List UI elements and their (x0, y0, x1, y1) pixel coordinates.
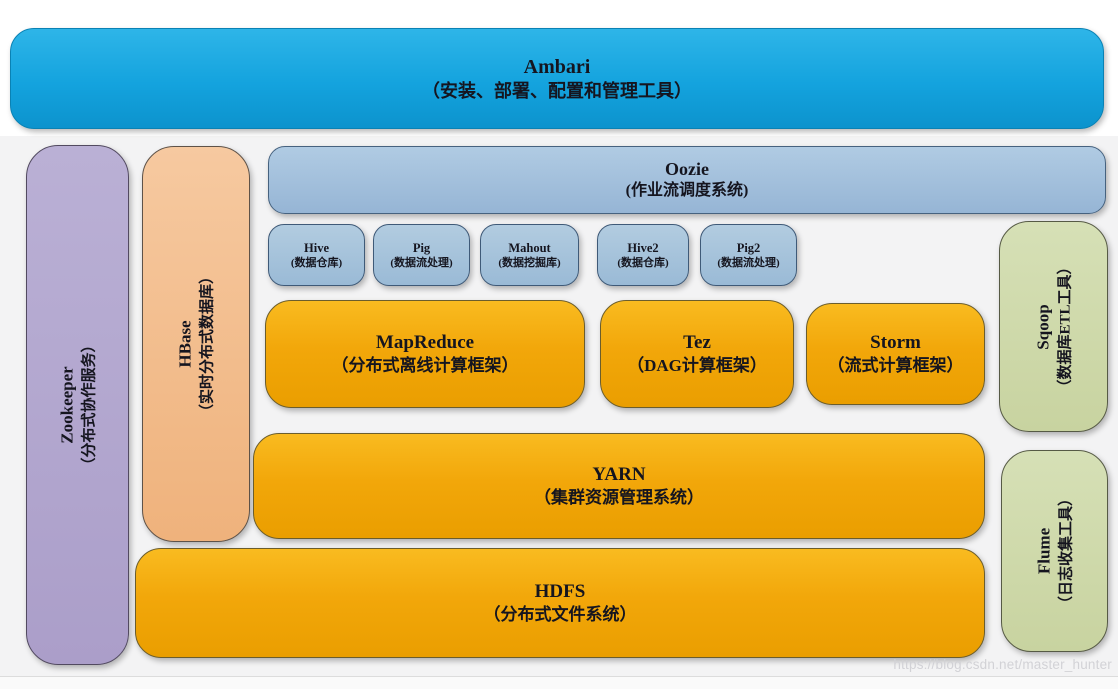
flume-box: Flume （日志收集工具） (1001, 450, 1108, 652)
yarn-subtitle: （集群资源管理系统） (534, 488, 704, 508)
hdfs-box: HDFS （分布式文件系统） (135, 548, 985, 658)
pig-box: Pig (数据流处理) (373, 224, 470, 286)
flume-vertical-text: Flume （日志收集工具） (1033, 491, 1076, 611)
hbase-vertical-text: HBase （实时分布式数据库） (174, 269, 217, 419)
hive-title: Hive (304, 240, 329, 255)
hbase-title: HBase (175, 320, 195, 368)
pig2-title: Pig2 (736, 240, 761, 255)
ambari-box: Ambari （安装、部署、配置和管理工具） (10, 28, 1104, 129)
pig-subtitle: (数据流处理) (390, 256, 453, 269)
hbase-subtitle: （实时分布式数据库） (199, 268, 216, 420)
yarn-box: YARN （集群资源管理系统） (253, 433, 985, 539)
watermark: https://blog.csdn.net/master_hunter (893, 657, 1112, 672)
storm-subtitle: （流式计算框架） (827, 356, 964, 376)
flume-subtitle: （日志收集工具） (1057, 490, 1074, 612)
sqoop-box: Sqoop （数据库ETL工具） (999, 221, 1108, 432)
zookeeper-subtitle: （分布式协作服务） (80, 337, 97, 473)
sqoop-subtitle: （数据库ETL工具） (1056, 258, 1073, 395)
ambari-title: Ambari (523, 55, 591, 78)
hdfs-subtitle: （分布式文件系统） (483, 605, 637, 625)
storm-box: Storm （流式计算框架） (806, 303, 985, 405)
zookeeper-box: Zookeeper （分布式协作服务） (26, 145, 129, 665)
hive2-subtitle: (数据仓库) (617, 256, 669, 269)
hive2-box: Hive2 (数据仓库) (597, 224, 689, 286)
pig2-subtitle: (数据流处理) (717, 256, 780, 269)
mahout-title: Mahout (508, 240, 551, 255)
oozie-box: Oozie (作业流调度系统) (268, 146, 1106, 214)
pig-title: Pig (412, 240, 431, 255)
hive2-title: Hive2 (627, 240, 659, 255)
ambari-subtitle: （安装、部署、配置和管理工具） (422, 80, 692, 101)
flume-title: Flume (1033, 527, 1053, 575)
hbase-box: HBase （实时分布式数据库） (142, 146, 250, 542)
sqoop-title: Sqoop (1032, 303, 1052, 350)
oozie-subtitle: (作业流调度系统) (625, 182, 749, 200)
oozie-title: Oozie (665, 158, 709, 179)
zookeeper-vertical-text: Zookeeper （分布式协作服务） (56, 337, 99, 472)
hdfs-title: HDFS (534, 580, 586, 602)
pig2-box: Pig2 (数据流处理) (700, 224, 797, 286)
yarn-title: YARN (592, 463, 646, 485)
mahout-box: Mahout (数据挖掘库) (480, 224, 579, 286)
tez-title: Tez (683, 331, 711, 353)
hive-subtitle: (数据仓库) (290, 256, 343, 269)
mahout-subtitle: (数据挖掘库) (498, 256, 561, 269)
footer-band (0, 676, 1118, 689)
tez-box: Tez （DAG计算框架） (600, 300, 794, 408)
hive-box: Hive (数据仓库) (268, 224, 365, 286)
storm-title: Storm (870, 331, 921, 353)
mapreduce-subtitle: （分布式离线计算框架） (331, 356, 519, 376)
zookeeper-title: Zookeeper (56, 366, 76, 444)
mapreduce-box: MapReduce （分布式离线计算框架） (265, 300, 585, 408)
sqoop-vertical-text: Sqoop （数据库ETL工具） (1032, 259, 1075, 394)
tez-subtitle: （DAG计算框架） (627, 356, 767, 376)
mapreduce-title: MapReduce (375, 331, 475, 353)
